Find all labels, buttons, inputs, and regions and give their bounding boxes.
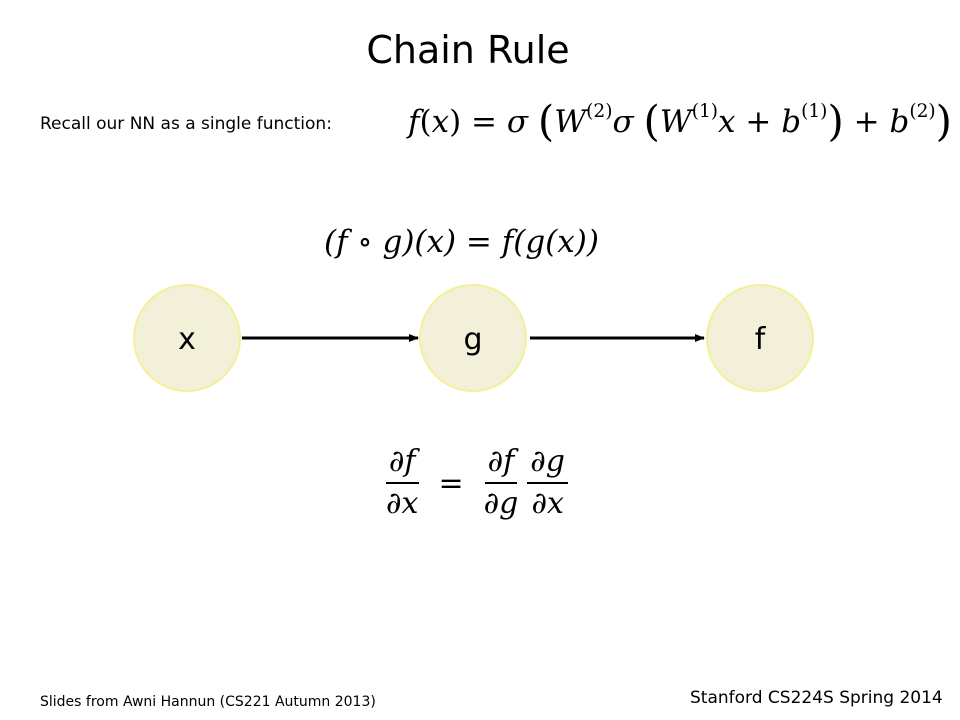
derivative-equals: = xyxy=(438,465,464,501)
nn-paren-open: ( xyxy=(419,104,432,140)
nn-sigma-outer: σ xyxy=(506,104,529,140)
slide-title: Chain Rule xyxy=(366,28,570,72)
recall-label: Recall our NN as a single function: xyxy=(40,114,332,134)
rhs-fraction-1: ∂f ∂g xyxy=(481,444,522,522)
chain-rule-formula: ∂f ∂x = ∂f ∂g ∂g ∂x xyxy=(380,444,571,522)
nn-W2: W xyxy=(554,104,587,140)
nn-b1: b xyxy=(781,104,802,140)
lhs-denominator: ∂x xyxy=(386,486,419,521)
nn-b1-sup: (1) xyxy=(801,101,828,123)
nn-big-paren-close-inner: ) xyxy=(827,96,844,146)
nn-big-paren-open-outer: ( xyxy=(537,96,555,146)
nn-x: x xyxy=(431,104,450,140)
nn-big-paren-open-inner: ( xyxy=(643,96,660,146)
nn-big-paren-close-outer: ) xyxy=(935,96,952,146)
rhs-fraction-2: ∂g ∂x xyxy=(527,444,569,522)
node-g-circle xyxy=(419,284,527,392)
nn-paren-close: ) xyxy=(449,104,462,140)
node-x-label: x xyxy=(178,322,196,357)
nn-x-inner: x xyxy=(718,104,736,140)
nn-W1-sup: (1) xyxy=(691,101,719,123)
slide-credit: Slides from Awni Hannun (CS221 Autumn 20… xyxy=(40,694,376,710)
course-label: Stanford CS224S Spring 2014 xyxy=(690,688,943,708)
nn-b2-sup: (2) xyxy=(909,101,936,123)
lhs-fraction: ∂f ∂x xyxy=(383,444,421,522)
nn-plus-2: + xyxy=(853,104,880,140)
composition-formula: (f ∘ g)(x) = f(g(x)) xyxy=(324,224,599,260)
nn-W2-sup: (2) xyxy=(586,101,613,123)
node-f-label: f xyxy=(755,322,767,357)
rhs1-numerator: ∂f xyxy=(484,444,518,484)
node-g-label: g xyxy=(463,322,482,357)
nn-plus-1: + xyxy=(745,104,772,140)
rhs2-denominator: ∂x xyxy=(531,486,564,521)
rhs2-numerator: ∂g xyxy=(527,444,569,484)
node-f-circle xyxy=(706,284,814,392)
nn-sigma-inner: σ xyxy=(612,104,634,140)
nn-function-formula: f(x) = σ (W(2)σ (W(1)x + b(1)) + b(2)) xyxy=(408,100,952,144)
lhs-numerator: ∂f xyxy=(385,444,419,484)
rhs1-denominator: ∂g xyxy=(483,486,519,521)
nn-f: f xyxy=(408,104,420,140)
nn-equals: = xyxy=(471,104,498,140)
node-x-circle xyxy=(133,284,241,392)
nn-W1: W xyxy=(659,104,692,140)
nn-b2: b xyxy=(889,104,910,140)
